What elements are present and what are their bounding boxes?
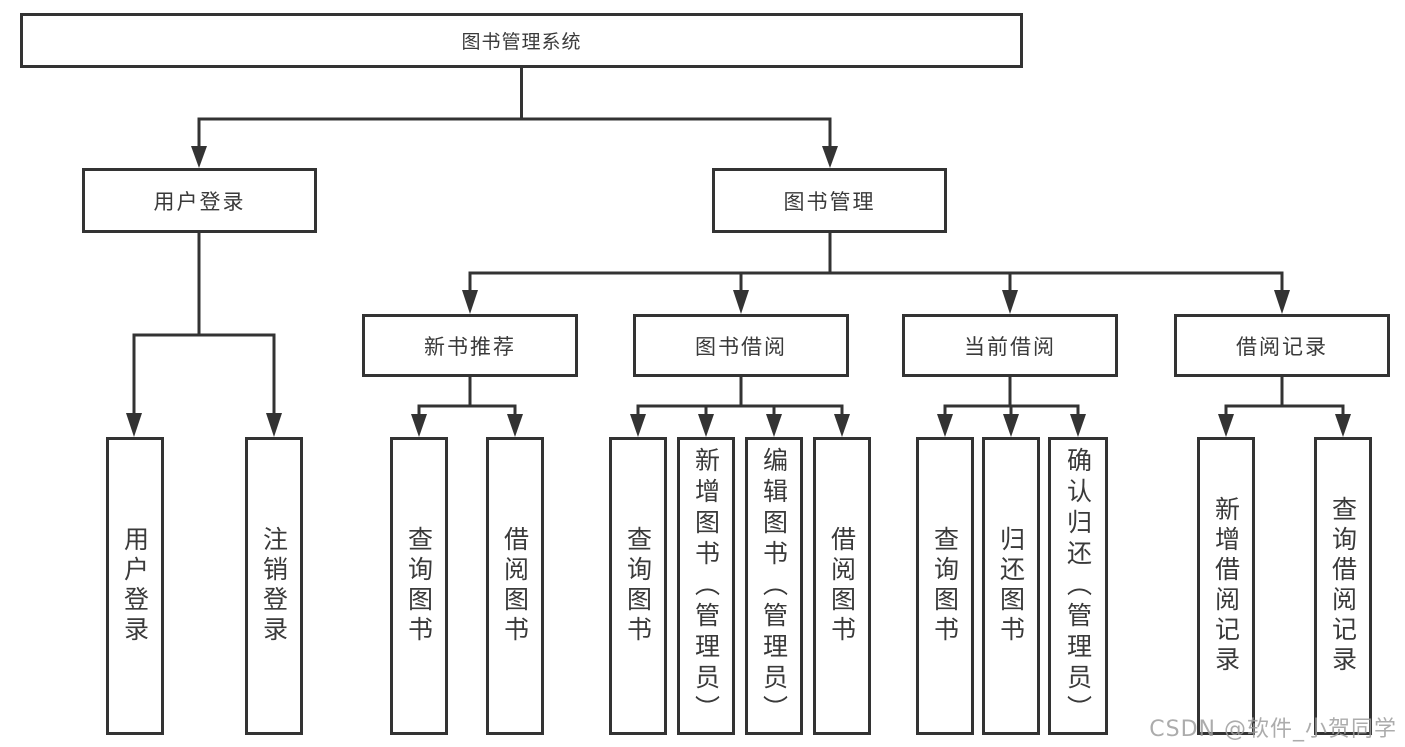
node-new-book-recommend: 新书推荐 xyxy=(362,314,578,377)
connector-book-management xyxy=(462,233,1290,314)
leaf-borrow-books-1: 借阅图书 xyxy=(486,437,544,735)
node-book-borrow: 图书借阅 xyxy=(633,314,849,377)
leaf-add-books-admin: 新增图书（管理员） xyxy=(677,437,735,735)
connector-borrow-records xyxy=(1218,377,1351,437)
node-user-login-label: 用户登录 xyxy=(153,189,246,214)
node-new-book-recommend-label: 新书推荐 xyxy=(424,334,516,359)
leaf-query-books-2: 查询图书 xyxy=(609,437,667,735)
leaf-query-books-1-label: 查询图书 xyxy=(404,526,434,646)
leaf-query-books-3: 查询图书 xyxy=(916,437,974,735)
leaf-borrow-books-2: 借阅图书 xyxy=(813,437,871,735)
node-root-label: 图书管理系统 xyxy=(461,31,582,53)
node-root: 图书管理系统 xyxy=(20,13,1023,68)
leaf-query-borrow-record: 查询借阅记录 xyxy=(1314,437,1372,735)
leaf-add-borrow-record-label: 新增借阅记录 xyxy=(1211,496,1241,676)
leaf-user-login: 用户登录 xyxy=(106,437,164,735)
leaf-edit-books-admin: 编辑图书（管理员） xyxy=(745,437,803,735)
leaf-borrow-books-1-label: 借阅图书 xyxy=(500,526,530,646)
node-current-borrow: 当前借阅 xyxy=(902,314,1118,377)
connector-new-book-recommend xyxy=(411,377,523,437)
node-borrow-records-label: 借阅记录 xyxy=(1236,334,1328,359)
node-user-login: 用户登录 xyxy=(82,168,317,233)
connector-root xyxy=(191,68,838,168)
leaf-edit-books-admin-label: 编辑图书（管理员） xyxy=(759,446,789,726)
leaf-user-login-label: 用户登录 xyxy=(120,526,150,646)
watermark-text: CSDN @软件_小贺同学 xyxy=(1149,717,1397,742)
leaf-logout-login-label: 注销登录 xyxy=(259,526,289,646)
leaf-return-books-label: 归还图书 xyxy=(996,526,1026,646)
leaf-add-borrow-record: 新增借阅记录 xyxy=(1197,437,1255,735)
connector-user-login xyxy=(126,233,282,437)
node-borrow-records: 借阅记录 xyxy=(1174,314,1390,377)
leaf-confirm-return-admin: 确认归还（管理员） xyxy=(1048,437,1108,735)
leaf-logout-login: 注销登录 xyxy=(245,437,303,735)
node-book-management: 图书管理 xyxy=(712,168,947,233)
leaf-add-books-admin-label: 新增图书（管理员） xyxy=(691,446,721,726)
leaf-query-books-1: 查询图书 xyxy=(390,437,448,735)
leaf-return-books: 归还图书 xyxy=(982,437,1040,735)
leaf-query-books-2-label: 查询图书 xyxy=(623,526,653,646)
leaf-borrow-books-2-label: 借阅图书 xyxy=(827,526,857,646)
node-book-borrow-label: 图书借阅 xyxy=(695,334,787,359)
connector-book-borrow xyxy=(630,377,850,437)
node-current-borrow-label: 当前借阅 xyxy=(964,334,1056,359)
leaf-query-borrow-record-label: 查询借阅记录 xyxy=(1328,496,1358,676)
node-book-management-label: 图书管理 xyxy=(783,189,876,214)
connector-current-borrow xyxy=(937,377,1086,437)
leaf-query-books-3-label: 查询图书 xyxy=(930,526,960,646)
leaf-confirm-return-admin-label: 确认归还（管理员） xyxy=(1063,446,1093,726)
